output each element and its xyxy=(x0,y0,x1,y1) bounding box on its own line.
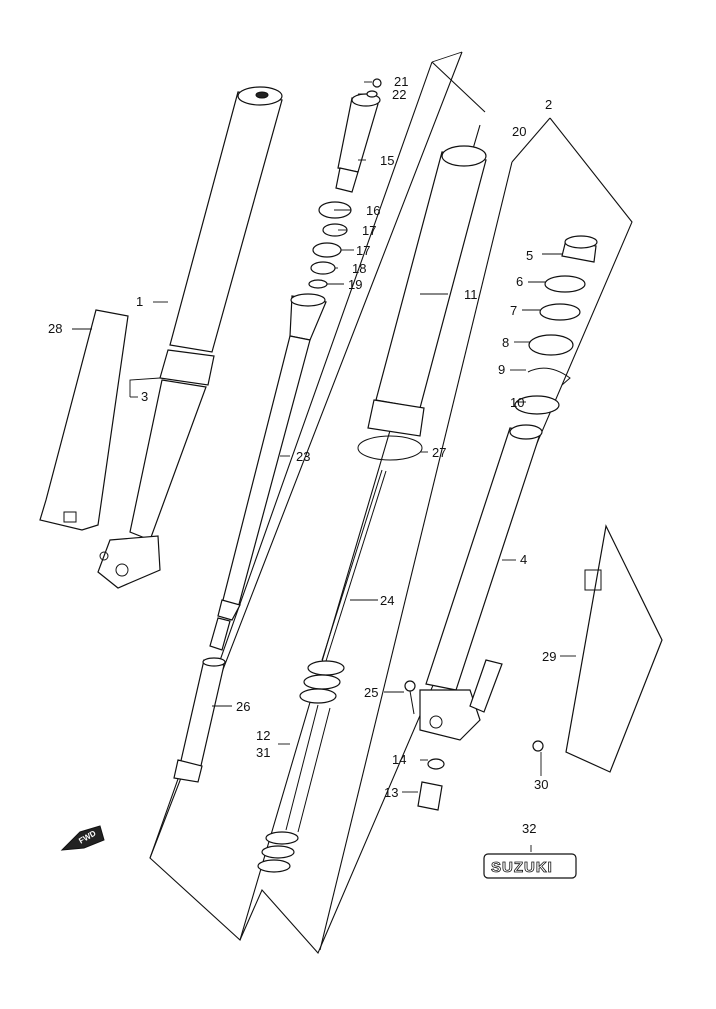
callout-29: 29 xyxy=(542,649,556,664)
callout-21: 21 xyxy=(394,74,408,89)
callout-4: 4 xyxy=(520,552,527,567)
assembly-outline-right xyxy=(149,61,633,955)
cap-bolt-assembly xyxy=(335,78,382,193)
suzuki-emblem: SUZUKI xyxy=(483,853,577,879)
callout-5: 5 xyxy=(526,248,533,263)
callout-14: 14 xyxy=(392,752,406,767)
callout-32: 32 xyxy=(522,821,536,836)
callout-7: 7 xyxy=(510,303,517,318)
callout-6: 6 xyxy=(516,274,523,289)
callout-23: 23 xyxy=(296,449,310,464)
callout-13: 13 xyxy=(384,785,398,800)
callout-16: 16 xyxy=(366,203,380,218)
callout-17-lower: 17 xyxy=(356,243,370,258)
inner-tube xyxy=(357,145,487,461)
fork-guard-right xyxy=(565,524,663,773)
callout-12: 12 xyxy=(256,728,270,743)
callout-9: 9 xyxy=(498,362,505,377)
callout-19: 19 xyxy=(348,277,362,292)
seal-ring-stack xyxy=(514,235,598,415)
center-rod xyxy=(321,469,387,662)
callout-3: 3 xyxy=(141,389,148,404)
callout-20: 20 xyxy=(512,124,526,139)
assembly-outline-left xyxy=(149,51,481,941)
axle-bolt xyxy=(404,680,416,715)
callout-26: 26 xyxy=(236,699,250,714)
callout-31: 31 xyxy=(256,745,270,760)
callout-8: 8 xyxy=(502,335,509,350)
fwd-arrow-icon: FWD xyxy=(60,825,105,851)
outer-tube-assembly xyxy=(97,86,283,589)
fork-guard-left xyxy=(39,309,129,531)
callout-11: 11 xyxy=(464,287,478,302)
callout-10: 10 xyxy=(510,395,524,410)
callout-2: 2 xyxy=(545,97,552,112)
callout-1: 1 xyxy=(136,294,143,309)
brand-label: SUZUKI xyxy=(491,859,553,876)
damper-cartridge xyxy=(209,293,327,651)
callout-27: 27 xyxy=(432,445,446,460)
outer-tube-right xyxy=(419,424,543,741)
oil-lock-piece xyxy=(173,657,226,783)
callout-24: 24 xyxy=(380,593,394,608)
washer-stack xyxy=(308,201,352,289)
callout-labels: 1 2 3 4 5 6 7 8 9 10 11 12 13 14 15 16 1… xyxy=(48,74,556,836)
callout-17-upper: 17 xyxy=(362,223,376,238)
fork-spring xyxy=(257,660,345,873)
callout-30: 30 xyxy=(534,777,548,792)
callout-22: 22 xyxy=(392,87,406,102)
guard-screw xyxy=(532,740,544,752)
drain-bolt xyxy=(417,758,445,811)
callout-15: 15 xyxy=(380,153,394,168)
callout-28: 28 xyxy=(48,321,62,336)
callout-18: 18 xyxy=(352,261,366,276)
leader-lines xyxy=(72,81,576,852)
callout-25: 25 xyxy=(364,685,378,700)
